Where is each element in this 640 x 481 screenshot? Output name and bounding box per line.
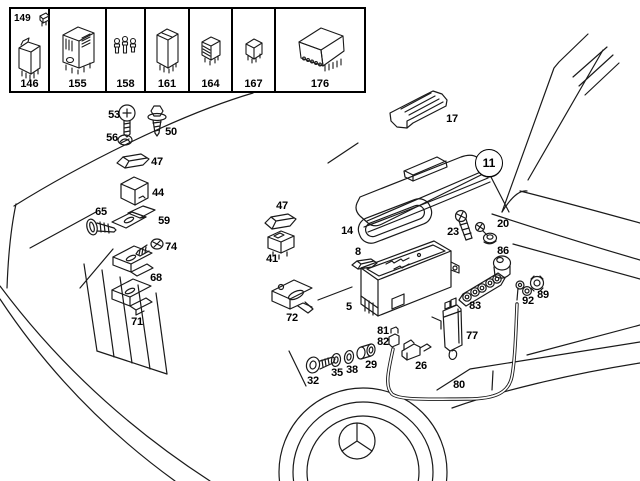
radiator-grille (83, 263, 168, 375)
part-callout-38: 38 (346, 364, 358, 376)
part-83-terminal-strip-drawing (458, 272, 506, 307)
part-callout-47: 47 (151, 156, 163, 168)
part-65-screw-drawing (86, 218, 117, 236)
part-callout-80: 80 (453, 379, 465, 391)
circled-callout-11: 11 (475, 149, 503, 177)
part-callout-72: 72 (286, 312, 298, 324)
part-47-fuse-drawing (116, 153, 150, 169)
part-callout-50: 50 (165, 126, 177, 138)
part-callout-86: 86 (497, 245, 509, 257)
part-callout-17: 17 (446, 113, 458, 125)
part-callout-59: 59 (158, 215, 170, 227)
relay-167-icon (244, 38, 263, 64)
part-74-screw-drawing (135, 238, 164, 257)
part-23-screw-drawing (454, 209, 473, 241)
legend-cell-176: 176 (276, 9, 364, 91)
car-outline (0, 33, 640, 481)
part-32-bolt-drawing (305, 356, 336, 374)
part-17-cover-flap-drawing (389, 90, 448, 129)
legend-cell-158: 158 (107, 9, 146, 91)
leader-lines (317, 142, 510, 301)
part-callout-56: 56 (106, 132, 118, 144)
legend-label-161: 161 (157, 78, 177, 90)
legend-label-164: 164 (201, 78, 220, 90)
part-callout-89: 89 (537, 289, 549, 301)
part-callout-44: 44 (152, 187, 164, 199)
part-53-screw-drawing (118, 104, 136, 138)
part-callout-35: 35 (331, 367, 343, 379)
part-56-clip-nut-drawing (117, 134, 133, 146)
part-92-rings-drawing (515, 280, 532, 301)
relay-149-icon (39, 12, 50, 27)
fuse-lamps-158-icon (113, 35, 136, 54)
relay-176-icon (298, 27, 345, 72)
part-callout-32: 32 (307, 375, 319, 387)
part-callout-74: 74 (165, 241, 177, 253)
part-35-washer-drawing (330, 352, 342, 368)
front-wheel (278, 387, 448, 481)
part-71-bracket-drawing (111, 278, 153, 316)
legend-cell-161: 161 (146, 9, 190, 91)
legend-label-158: 158 (116, 78, 135, 90)
part-80-cable-drawing (386, 302, 519, 401)
legend-label-176: 176 (310, 78, 330, 90)
part-callout-65: 65 (95, 206, 107, 218)
part-callout-81: 81 (377, 325, 389, 337)
part-callout-41: 41 (266, 253, 278, 265)
windshield-a-pillar (501, 33, 620, 213)
part-44-relay-drawing (120, 176, 149, 206)
part-callout-8: 8 (355, 246, 361, 258)
part-29-bushing-drawing (356, 343, 376, 360)
part-59-bracket-drawing (111, 205, 156, 229)
legend-cell-155: 155 (50, 9, 107, 91)
part-callout-68: 68 (150, 272, 162, 284)
part-callout-77: 77 (466, 330, 478, 342)
part-47b-fuse-drawing (264, 213, 297, 230)
relay-161-icon (156, 28, 179, 74)
mercedes-star-icon (341, 423, 373, 452)
legend-cell-167: 167 (233, 9, 276, 91)
part-14-seal-drawing (357, 198, 433, 244)
legend-label-167: 167 (244, 78, 263, 90)
part-callout-71: 71 (131, 316, 143, 328)
part-68-bracket-drawing (112, 245, 154, 277)
relay-146-icon (17, 37, 41, 81)
part-callout-14: 14 (341, 225, 353, 237)
part-callout-23: 23 (447, 226, 459, 238)
part-callout-53: 53 (108, 109, 120, 121)
part-callout-83: 83 (469, 300, 481, 312)
part-callout-26: 26 (415, 360, 427, 372)
relay-164-icon (200, 36, 221, 66)
part-callout-29: 29 (365, 359, 377, 371)
part-5-fusebox-drawing (360, 240, 460, 330)
part-81-82-connector-drawing (388, 326, 400, 348)
part-89-nut-drawing (529, 275, 545, 292)
legend-label-146: 146 (20, 78, 39, 90)
part-50-hex-screw-drawing (147, 105, 167, 137)
legend-cell-164: 164 (190, 9, 233, 91)
part-8-fuse-drawing (351, 258, 378, 270)
part-callout-92: 92 (522, 295, 534, 307)
part-72-bracket-drawing (271, 279, 314, 314)
relay-155-icon (61, 26, 95, 75)
legend-label-155: 155 (68, 78, 87, 90)
part-41-relay-drawing (267, 230, 295, 260)
legend-label-149: 149 (14, 13, 31, 24)
part-callout-20: 20 (497, 218, 509, 230)
relay-legend-box: 149 146 155 (9, 7, 366, 93)
part-77-sensor-drawing (442, 297, 463, 361)
legend-cell-146: 149 146 (11, 9, 50, 91)
part-26-bracket-drawing (401, 339, 432, 361)
part-38-washer-drawing (343, 349, 355, 365)
part-20-screw-nut-drawing (474, 221, 498, 245)
part-callout-47: 47 (276, 200, 288, 212)
part-callout-5: 5 (346, 301, 352, 313)
part-callout-82: 82 (377, 336, 389, 348)
